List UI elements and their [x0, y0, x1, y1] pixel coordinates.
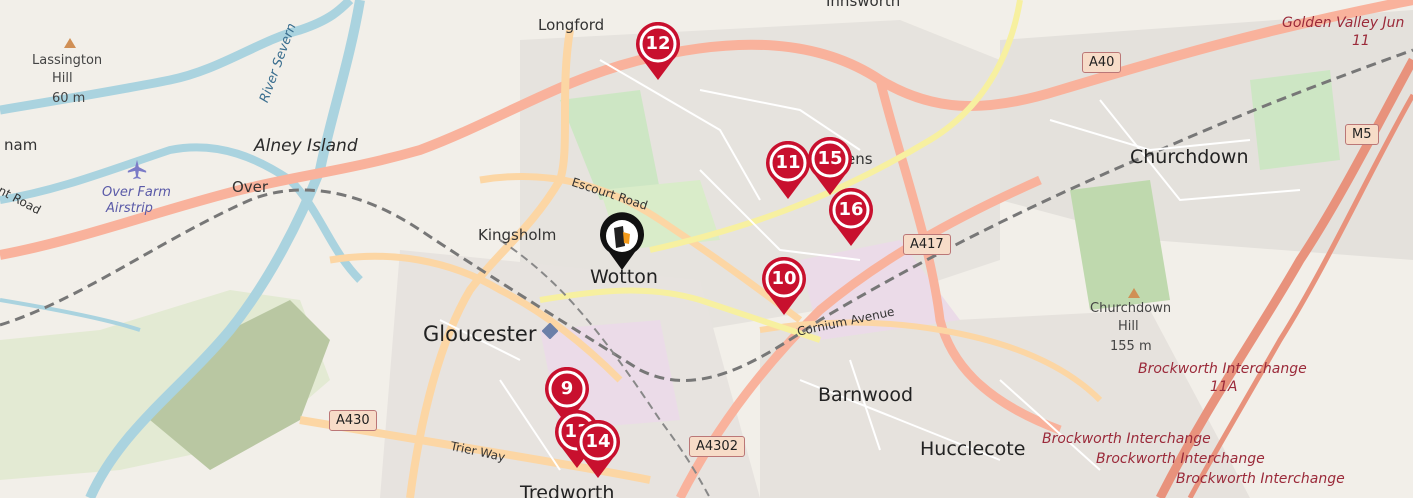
place-label-ens: ens — [846, 150, 873, 168]
place-label-churchdown-hill-2: Hill — [1118, 319, 1139, 334]
place-label-churchdown-hill: Churchdown — [1090, 301, 1172, 316]
road-shield-a4302: A4302 — [689, 436, 745, 457]
map-marker-icon — [545, 367, 589, 425]
map-marker-icon — [829, 188, 873, 246]
interchange-label-brockworth-2: Brockworth Interchange — [1096, 451, 1265, 467]
interchange-label-brockworth-11a-num: 11A — [1210, 379, 1238, 395]
road-shield-m5: M5 — [1345, 124, 1379, 145]
map-marker-icon — [766, 141, 810, 199]
place-label-lassington-hill: Hill — [52, 71, 73, 86]
place-label-alney-island: Alney Island — [254, 136, 358, 156]
interchange-label-brockworth-3: Brockworth Interchange — [1176, 471, 1345, 487]
interchange-label-brockworth-11a: Brockworth Interchange — [1138, 361, 1307, 377]
map-marker-16[interactable]: 16 — [826, 188, 876, 248]
place-label-churchdown: Churchdown — [1130, 146, 1249, 168]
map-marker-14[interactable]: 14 — [573, 420, 623, 480]
map-marker-10[interactable]: 10 — [759, 257, 809, 317]
place-label-hucclecote: Hucclecote — [920, 438, 1026, 460]
location-pin-icon[interactable] — [597, 210, 647, 272]
road-shield-a40: A40 — [1082, 52, 1122, 73]
map-marker-label: 12 — [645, 33, 671, 54]
place-label-tredworth: Tredworth — [520, 482, 615, 498]
map-marker-label: 14 — [585, 431, 611, 452]
map-marker-label: 15 — [817, 148, 843, 169]
place-label-airstrip: Airstrip — [106, 201, 153, 216]
map-marker-9[interactable]: 9 — [542, 367, 592, 427]
place-label-over-farm: Over Farm — [102, 185, 171, 200]
place-label-longford: Longford — [538, 16, 605, 34]
place-label-nam: nam — [4, 136, 38, 154]
map-marker-label: 11 — [775, 152, 801, 173]
place-label-lassington-height: 60 m — [52, 91, 86, 106]
map-marker-icon — [576, 420, 620, 478]
airport-icon — [127, 159, 147, 180]
road-shield-a430: A430 — [329, 410, 377, 431]
place-label-innsworth: Innsworth — [826, 0, 901, 10]
interchange-label-golden-valley: Golden Valley Jun — [1282, 15, 1405, 31]
train-station-icon — [542, 323, 558, 339]
interchange-label-golden-valley-num: 11 — [1352, 33, 1370, 49]
map-marker-icon — [762, 257, 806, 315]
place-label-churchdown-height: 155 m — [1110, 339, 1152, 354]
peak-icon — [1128, 288, 1140, 298]
place-label-over: Over — [232, 178, 269, 196]
map-marker-label: 16 — [838, 199, 864, 220]
place-label-lassington: Lassington — [32, 53, 103, 68]
interchange-label-brockworth-1: Brockworth Interchange — [1042, 431, 1211, 447]
place-label-barnwood: Barnwood — [818, 384, 914, 406]
map-marker-icon — [636, 22, 680, 80]
map-marker-icon — [808, 137, 852, 195]
place-label-gloucester: Gloucester — [423, 322, 537, 346]
road-shield-a417: A417 — [903, 234, 951, 255]
peak-icon — [64, 38, 76, 48]
map-marker-label: 9 — [560, 378, 574, 399]
place-label-wotton: Wotton — [590, 266, 658, 288]
place-label-kingsholm: Kingsholm — [478, 226, 557, 244]
map-marker-label: 10 — [771, 268, 797, 289]
map-marker-12[interactable]: 12 — [633, 22, 683, 82]
map-marker-11[interactable]: 11 — [763, 141, 813, 201]
map-marker-15[interactable]: 15 — [805, 137, 855, 197]
